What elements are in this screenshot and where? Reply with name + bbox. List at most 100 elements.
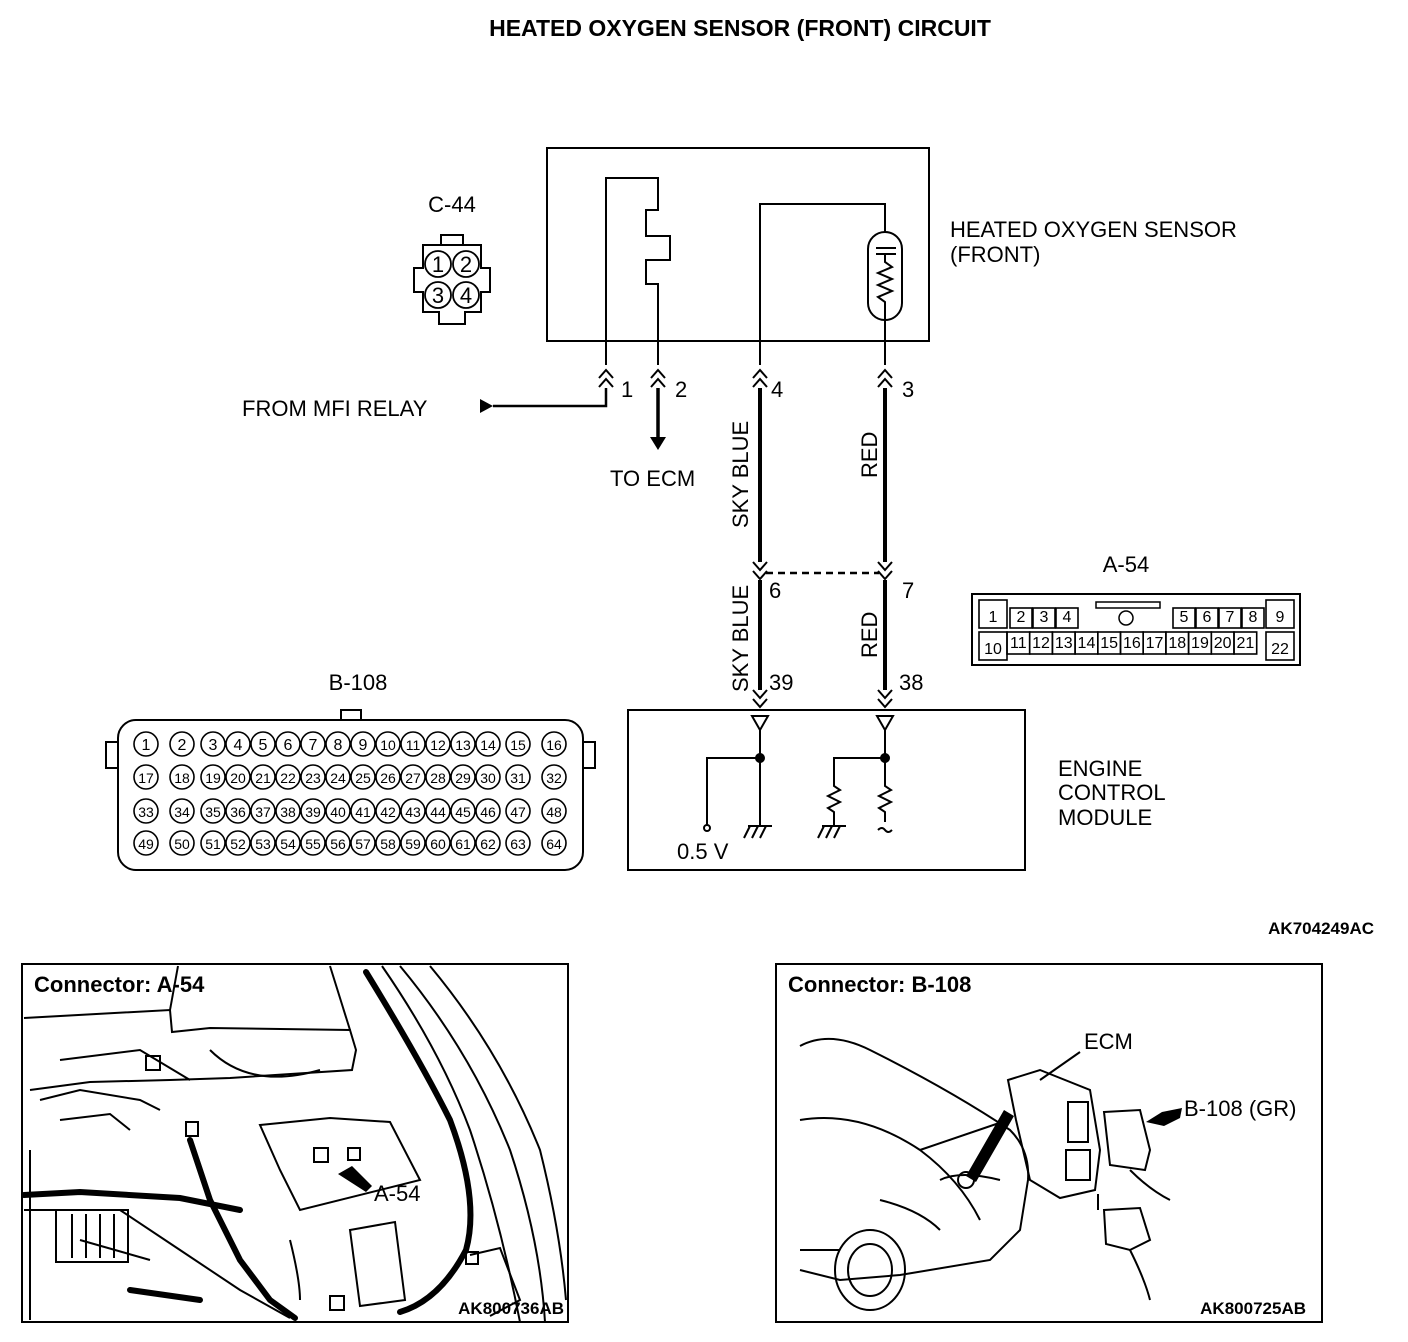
b108-pin-circle	[300, 830, 326, 856]
b108-pin-label: 41	[355, 804, 371, 820]
ecm-connector-marks	[752, 689, 893, 709]
b108-pin-circle	[169, 798, 195, 824]
b108-pin-label: 14	[480, 737, 496, 753]
a54-pin-label: 19	[1191, 635, 1209, 652]
a54-pin-label: 3	[1040, 609, 1049, 626]
b108-pin-circle	[200, 798, 226, 824]
b108-pin-label: 33	[138, 804, 154, 820]
b108-pin-label: 43	[405, 804, 421, 820]
callout-arrow-icon	[1146, 1108, 1182, 1126]
wire-color-sky-blue: SKY BLUE	[728, 421, 753, 528]
a54-pin-label: 9	[1276, 609, 1285, 626]
b108-pin-label: 61	[455, 836, 471, 852]
b108-pin-circle	[133, 830, 159, 856]
b108-pin-label: 15	[510, 737, 526, 753]
b108-pin-circle	[505, 731, 531, 757]
b108-pin-label: 60	[430, 836, 446, 852]
b108-pin-label: 34	[174, 804, 190, 820]
panel-connector-b108: Connector: B-108 ECM B-108 (GR)	[775, 963, 1323, 1323]
b108-pin-circle	[325, 830, 351, 856]
b108-pin-circle	[450, 798, 476, 824]
b108-pin-circle	[400, 798, 426, 824]
b108-pin-circle	[425, 764, 451, 790]
joint-pin-6: 6	[769, 578, 781, 603]
to-ecm-label: TO ECM	[610, 466, 695, 491]
b108-pin-label: 64	[546, 836, 562, 852]
b108-pin-circle	[169, 764, 195, 790]
b108-pin-circle	[169, 830, 195, 856]
c44-pin: 1	[432, 252, 444, 277]
b108-pin-label: 40	[330, 804, 346, 820]
b108-pin-circle	[133, 764, 159, 790]
b108-pin-circle	[225, 764, 251, 790]
a54-pin-label: 22	[1271, 641, 1289, 658]
a54-pin-label: 20	[1214, 635, 1232, 652]
a54-pin-label: 18	[1168, 635, 1186, 652]
b108-pin-label: 4	[234, 737, 243, 754]
a54-pin-label: 1	[989, 609, 998, 626]
ecm-name-line1: ENGINE	[1058, 756, 1142, 781]
diagram-code: AK704249AC	[1268, 919, 1374, 938]
b108-pin-circle	[425, 798, 451, 824]
c44-pin: 3	[432, 283, 444, 308]
b108-pin-label: 8	[334, 737, 343, 754]
b108-pin-label: 30	[480, 770, 496, 786]
b108-pin-circle	[350, 764, 376, 790]
a54-pin-label: 15	[1100, 635, 1118, 652]
b108-pin-label: 1	[142, 737, 151, 754]
b108-pin-circle	[375, 731, 401, 757]
b108-pin-label: 31	[510, 770, 526, 786]
b108-pin-circle	[300, 731, 326, 757]
panel-b108-title: Connector: B-108	[788, 972, 971, 997]
b108-pin-circle	[225, 731, 251, 757]
sensor-pin-3: 3	[902, 377, 914, 402]
a54-pin-cell	[1265, 599, 1295, 629]
b108-pin-label: 27	[405, 770, 421, 786]
b108-pin-circle	[541, 798, 567, 824]
b108-pin-label: 47	[510, 804, 526, 820]
b108-pin-circle	[325, 798, 351, 824]
ecm-name-line2: CONTROL	[1058, 780, 1166, 805]
b108-connector-face	[105, 709, 596, 871]
b108-pin-label: 29	[455, 770, 471, 786]
a54-label: A-54	[1103, 552, 1149, 577]
b108-pin-label: 21	[255, 770, 271, 786]
a54-connector-face	[971, 593, 1301, 666]
b108-pin-label: 32	[546, 770, 562, 786]
b108-pin-label: 7	[309, 737, 318, 754]
b108-pin-circle	[250, 798, 276, 824]
a54-pin-label: 10	[984, 641, 1002, 658]
b108-pin-label: 55	[305, 836, 321, 852]
b108-pin-label: 6	[284, 737, 293, 754]
b108-pin-label: 50	[174, 836, 190, 852]
b108-pin-circle	[200, 764, 226, 790]
car-illustration	[799, 1037, 1030, 1311]
b108-pin-circle	[250, 731, 276, 757]
b108-pin-circle	[541, 830, 567, 856]
b108-pin-circle	[400, 731, 426, 757]
b108-pin-label: 62	[480, 836, 496, 852]
c44-connector-face: 1 2 3 4	[413, 234, 491, 325]
ecm-name-line3: MODULE	[1058, 805, 1152, 830]
b108-pin-label: 49	[138, 836, 154, 852]
b108-pin-label: 24	[330, 770, 346, 786]
b108-pin-label: 28	[430, 770, 446, 786]
ecm-pin-39: 39	[769, 670, 793, 695]
oxygen-sensor-component	[546, 147, 930, 365]
b108-pin-label: 36	[230, 804, 246, 820]
ecm-voltage: 0.5 V	[677, 839, 729, 864]
b108-pin-label: 35	[205, 804, 221, 820]
ecm-pin-38: 38	[899, 670, 923, 695]
sensor-pin-2: 2	[675, 377, 687, 402]
b108-pin-circle	[505, 830, 531, 856]
panel-b108-callout: B-108 (GR)	[1184, 1096, 1296, 1121]
b108-pin-circle	[475, 830, 501, 856]
b108-pin-label: 11	[406, 737, 421, 753]
b108-pin-circle	[350, 830, 376, 856]
b108-pin-label: 3	[209, 737, 218, 754]
b108-pin-label: 39	[305, 804, 321, 820]
b108-pin-circle	[350, 798, 376, 824]
b108-pin-label: 23	[305, 770, 321, 786]
